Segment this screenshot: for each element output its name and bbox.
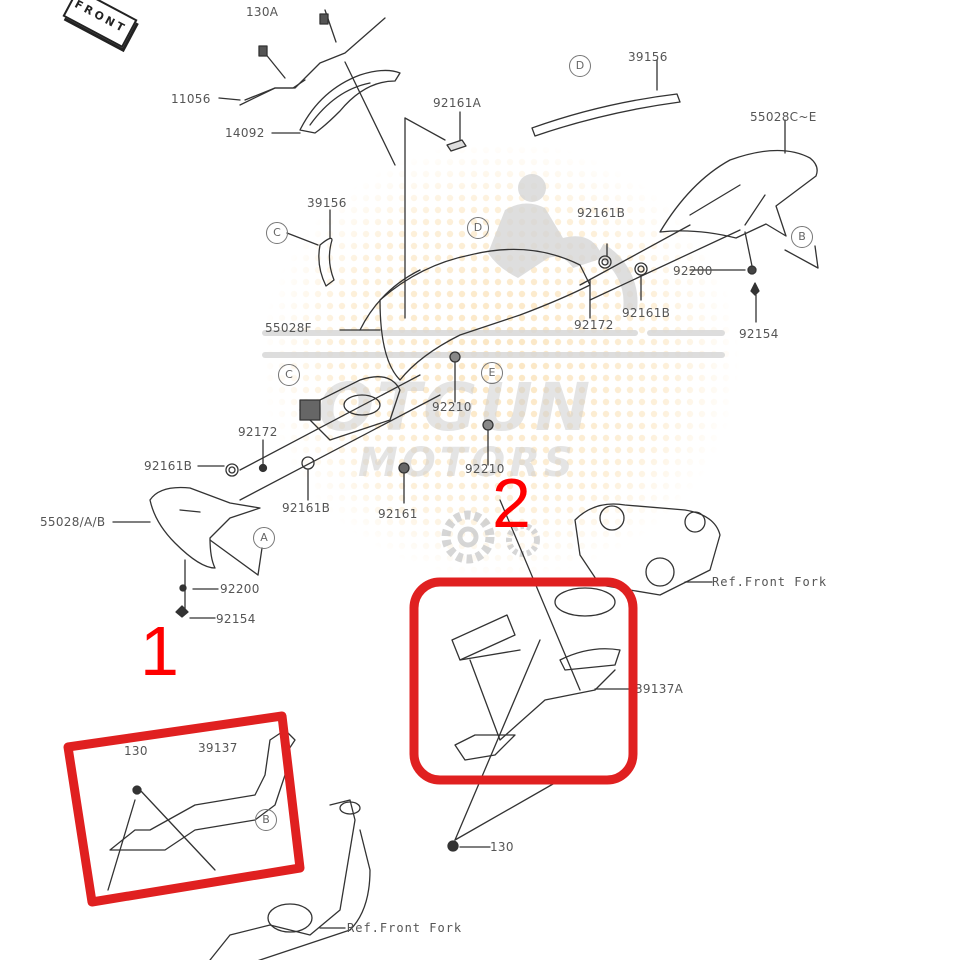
ref-circle-c: C [278,364,300,386]
part-label: 92172 [574,318,614,332]
highlight-box-1 [63,711,305,907]
part-label: 39156 [307,196,347,210]
part-label: 92154 [739,327,779,341]
part-label: 130 [124,744,148,758]
part-label: 92172 [238,425,278,439]
part-label: 130 [490,840,514,854]
callout-number-2: 2 [492,464,531,542]
part-label: 14092 [225,126,265,140]
callout-number-1: 1 [140,612,179,690]
ref-circle-b: B [255,809,277,831]
highlight-box-2 [409,577,638,785]
part-label: 39137 [198,741,238,755]
ref-circle-c: C [266,222,288,244]
part-label: 92210 [432,400,472,414]
part-label: 92161B [622,306,671,320]
ref-circle-e: E [481,362,503,384]
part-label: 92200 [220,582,260,596]
part-label: 92161B [282,501,331,515]
part-label: 39137A [635,682,684,696]
part-label: 92200 [673,264,713,278]
part-label: 55028/A/B [40,515,106,529]
part-label: 130A [246,5,279,19]
part-label: 39156 [628,50,668,64]
part-label: 11056 [171,92,211,106]
part-label: 92161B [577,206,626,220]
part-label: 92154 [216,612,256,626]
part-label: 92161A [433,96,482,110]
watermark-line2: MOTORS [358,440,577,486]
part-label: 92161 [378,507,418,521]
part-label: 92210 [465,462,505,476]
part-label: 92161B [144,459,193,473]
ref-circle-d: D [467,217,489,239]
part-label: 55028C~E [750,110,817,124]
ref-circle-a: A [253,527,275,549]
part-label: 55028F [265,321,312,335]
ref-label: Ref.Front Fork [712,575,828,589]
ref-circle-b: B [791,226,813,248]
ref-label: Ref.Front Fork [347,921,463,935]
ref-circle-d: D [569,55,591,77]
